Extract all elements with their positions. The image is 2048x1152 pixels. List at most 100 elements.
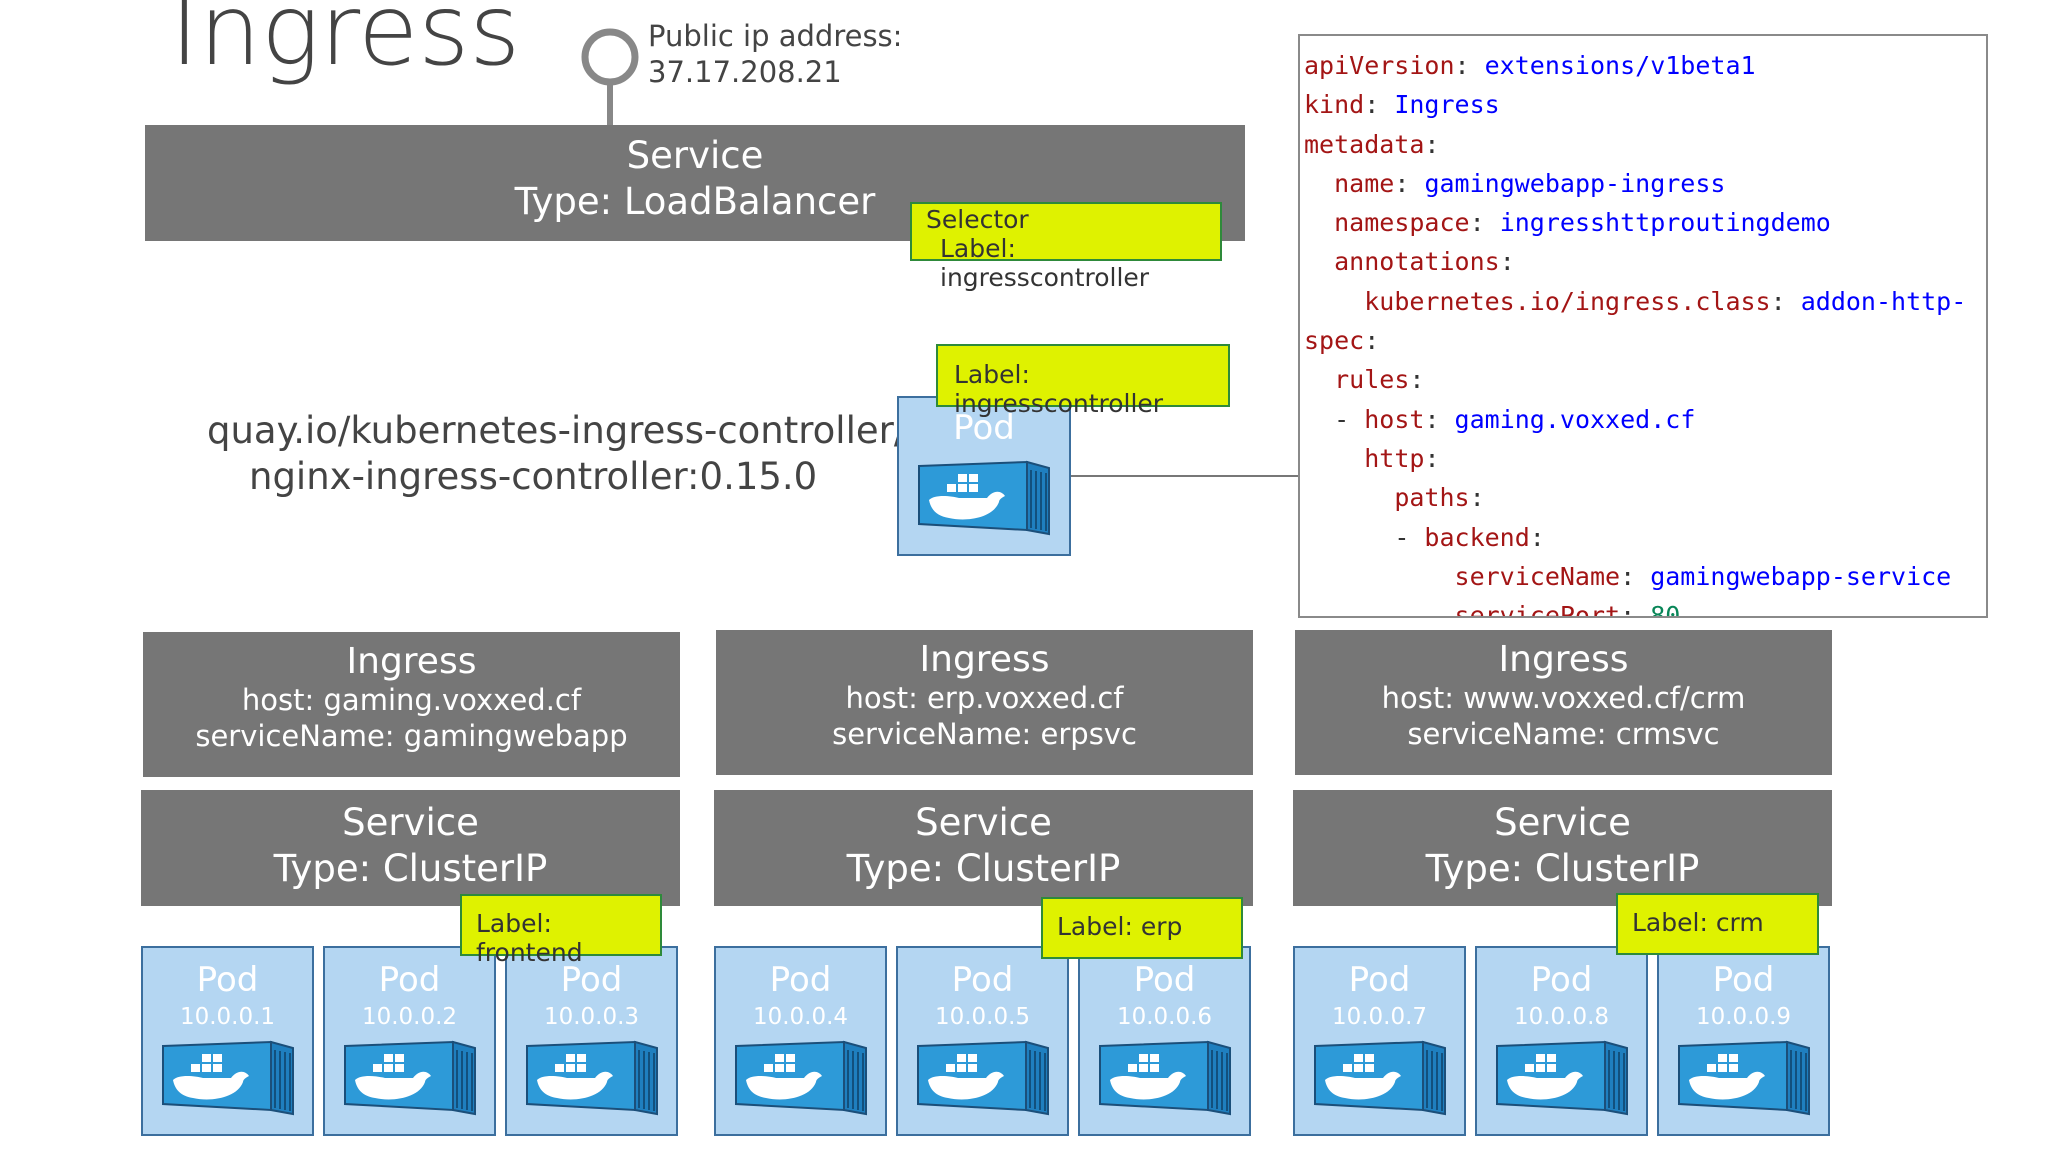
yaml-key: apiVersion: [1304, 51, 1455, 80]
controller-label-box: Label: ingresscontroller: [936, 344, 1230, 418]
yaml-punct: :: [1620, 601, 1651, 618]
pod-ip: 10.0.0.7: [1331, 1004, 1428, 1030]
selector-value: Label: ingresscontroller: [940, 233, 1150, 292]
pod-box: Pod 10.0.0.9: [1657, 946, 1830, 1136]
pod-ip: 10.0.0.1: [179, 1004, 276, 1030]
yaml-value: gamingwebapp-ingress: [1424, 168, 1726, 198]
ingress-title: Ingress: [1498, 639, 1629, 680]
pod-title: Pod: [953, 408, 1015, 448]
yaml-line: namespace: ingresshttproutingdemo: [1304, 203, 1986, 242]
yaml-punct: :: [1620, 561, 1651, 591]
service-heading: Service: [1494, 801, 1631, 844]
ingress-service-name: serviceName: erpsvc: [832, 717, 1137, 751]
pod-box: Pod 10.0.0.8: [1475, 946, 1648, 1136]
pod-box: Pod 10.0.0.3: [505, 946, 678, 1136]
docker-container-icon: [1669, 1032, 1819, 1122]
yaml-value: Ingress: [1394, 90, 1500, 120]
yaml-value: ingresshttproutingdemo: [1499, 208, 1831, 238]
yaml-key: paths: [1394, 483, 1470, 513]
public-ip-label: Public ip address:: [648, 19, 903, 53]
yaml-punct: :: [1469, 483, 1485, 513]
yaml-punct: :: [1499, 247, 1515, 277]
yaml-line: http:: [1304, 439, 1986, 478]
controller-image-name: quay.io/kubernetes-ingress-controller/ n…: [207, 408, 906, 500]
pod-ip: 10.0.0.8: [1513, 1004, 1610, 1030]
yaml-punct: :: [1424, 404, 1455, 434]
yaml-line: rules:: [1304, 360, 1986, 399]
pod-title: Pod: [560, 960, 623, 1000]
yaml-value: gamingwebapp-service: [1650, 561, 1952, 591]
ingress-host: host: www.voxxed.cf/crm: [1381, 681, 1746, 715]
yaml-punct: -: [1394, 522, 1425, 552]
service-heading: Service: [626, 134, 764, 177]
yaml-key: host: [1364, 404, 1425, 434]
service-type: Type: ClusterIP: [1425, 847, 1700, 890]
yaml-key: rules: [1334, 365, 1410, 395]
ingress-controller-pod: Pod: [897, 396, 1071, 556]
pod-title: Pod: [1712, 960, 1775, 1000]
ingress-service-name: serviceName: crmsvc: [1407, 717, 1720, 751]
public-ip-text: Public ip address: 37.17.208.21: [648, 18, 902, 90]
yaml-line: apiVersion: extensions/v1beta1: [1304, 46, 1986, 85]
ingress-service-name: serviceName: gamingwebapp: [195, 719, 628, 753]
ingress-host: host: gaming.voxxed.cf: [241, 683, 582, 717]
selector-title: Selector: [926, 205, 1029, 234]
yaml-line: serviceName: gamingwebapp-service: [1304, 557, 1986, 596]
yaml-key: serviceName: [1454, 561, 1621, 591]
docker-container-icon: [517, 1032, 667, 1122]
pod-ip: 10.0.0.9: [1695, 1004, 1792, 1030]
docker-container-icon: [1090, 1032, 1240, 1122]
pod-title: Pod: [951, 960, 1014, 1000]
yaml-punct: :: [1364, 326, 1380, 356]
yaml-punct: :: [1394, 168, 1425, 198]
docker-container-icon: [335, 1032, 485, 1122]
yaml-key: spec: [1304, 326, 1365, 356]
yaml-value: extensions/v1beta1: [1484, 51, 1756, 80]
service-type: Type: ClusterIP: [846, 847, 1121, 890]
docker-container-icon: [1305, 1032, 1455, 1122]
yaml-value: addon-http-: [1800, 286, 1967, 316]
yaml-punct: :: [1424, 129, 1440, 159]
yaml-line: paths:: [1304, 478, 1986, 517]
yaml-punct: :: [1364, 90, 1395, 120]
page-title: Ingress: [170, 0, 521, 88]
ingress-title: Ingress: [919, 639, 1050, 680]
ingress-title: Ingress: [346, 641, 477, 682]
docker-container-icon: [726, 1032, 876, 1122]
yaml-key: namespace: [1334, 208, 1470, 238]
yaml-punct: :: [1529, 522, 1545, 552]
pod-title: Pod: [769, 960, 832, 1000]
public-ip-circle-icon: [581, 28, 639, 86]
docker-container-icon: [1487, 1032, 1637, 1122]
yaml-line: metadata:: [1304, 125, 1986, 164]
pod-label-box: Label: crm: [1616, 893, 1819, 955]
pod-ip: 10.0.0.3: [543, 1004, 640, 1030]
docker-container-icon: [153, 1032, 303, 1122]
pod-title: Pod: [1348, 960, 1411, 1000]
yaml-key: backend: [1424, 522, 1530, 552]
pod-label-box: Label: erp: [1041, 897, 1243, 959]
yaml-key: name: [1334, 168, 1395, 198]
yaml-value: gaming.voxxed.cf: [1454, 404, 1696, 434]
yaml-key: annotations: [1334, 247, 1500, 277]
service-type: Type: ClusterIP: [273, 847, 548, 890]
yaml-line: - backend:: [1304, 518, 1986, 557]
docker-container-icon: [908, 1032, 1058, 1122]
docker-container-icon: [909, 452, 1059, 542]
yaml-punct: :: [1469, 208, 1500, 238]
yaml-punct: -: [1334, 404, 1365, 434]
yaml-line: kubernetes.io/ingress.class: addon-http-: [1304, 282, 1986, 321]
pod-ip: 10.0.0.6: [1116, 1004, 1213, 1030]
pod-title: Pod: [1530, 960, 1593, 1000]
